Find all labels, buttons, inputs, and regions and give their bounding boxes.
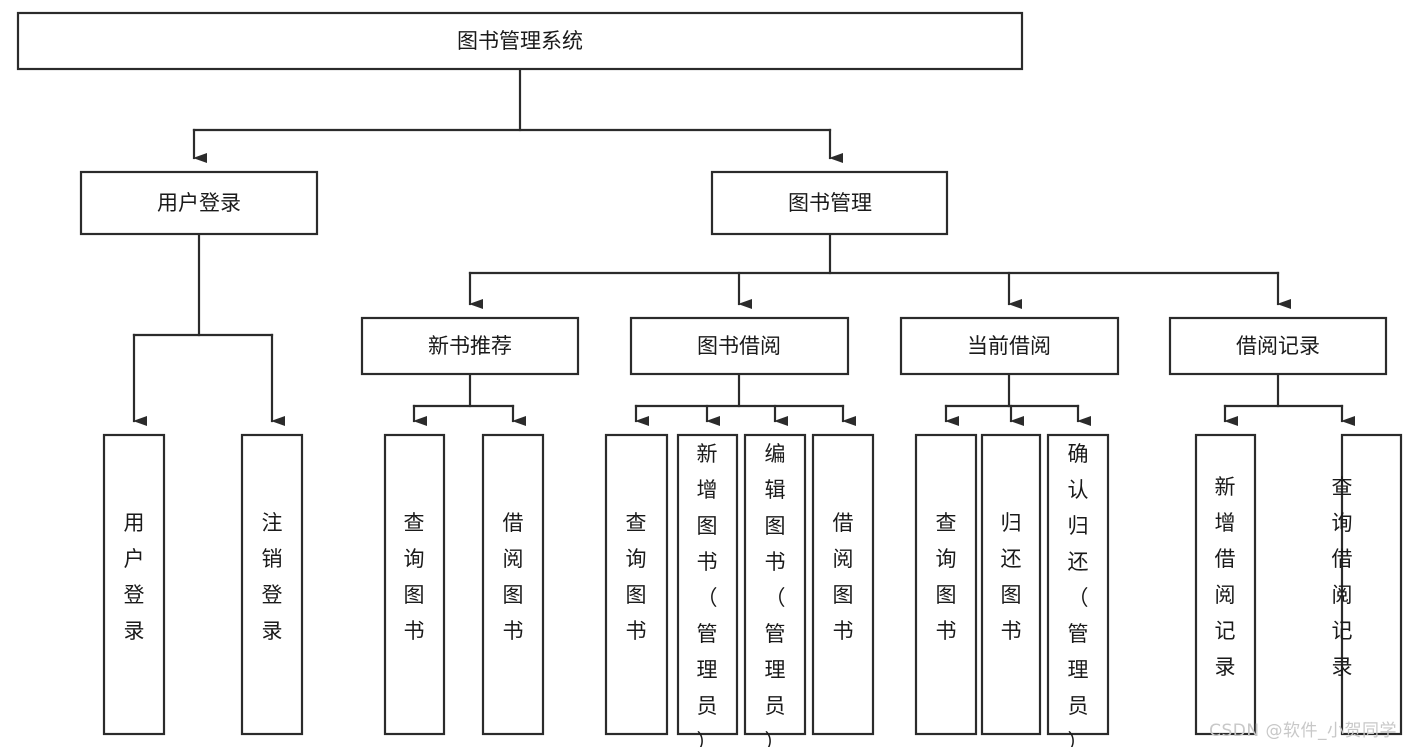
node-borrow-record-rect [1168, 316, 1388, 376]
node-leaf-query-book-borrow-label: 查询图书 [626, 511, 647, 643]
node-leaf-logout-rect [240, 433, 304, 736]
edge-group-book-borrow-to-leaves [634, 372, 856, 426]
node-leaf-borrow-book-recommend-label: 借阅图书 [503, 511, 524, 643]
node-leaf-return-book-rect [980, 433, 1042, 736]
node-current-borrow-rect [899, 316, 1120, 376]
edge-group-root-to-level2 [192, 67, 843, 163]
node-book-borrow[interactable]: 图书借阅 [629, 316, 850, 376]
node-leaf-query-book-recommend[interactable]: 查询图书 [383, 433, 446, 736]
node-leaf-query-book-recommend-rect [383, 433, 446, 736]
node-borrow-record-label: 借阅记录 [1236, 334, 1320, 358]
node-leaf-logout-label: 注销登录 [262, 511, 283, 643]
node-book-manage[interactable]: 图书管理 [710, 170, 949, 236]
node-leaf-edit-book-admin-rect [743, 433, 807, 736]
node-leaf-borrow-book-label: 借阅图书 [833, 511, 854, 643]
node-leaf-confirm-return-admin-label: 确认归还（管理员） [1068, 442, 1089, 747]
node-leaf-edit-book-admin-label: 编辑图书（管理员） [765, 442, 786, 747]
node-new-book-recommend[interactable]: 新书推荐 [360, 316, 580, 376]
edge-group-current-borrow-to-leaves [944, 372, 1091, 426]
node-book-manage-rect [710, 170, 949, 236]
node-leaf-add-book-admin[interactable]: 新增图书（管理员） [676, 433, 739, 747]
node-user-login[interactable]: 用户登录 [79, 170, 319, 236]
node-leaf-borrow-book[interactable]: 借阅图书 [811, 433, 875, 736]
node-current-borrow[interactable]: 当前借阅 [899, 316, 1120, 376]
node-leaf-add-book-admin-label: 新增图书（管理员） [697, 442, 718, 747]
node-root-rect [16, 11, 1024, 71]
node-user-login-label: 用户登录 [157, 191, 241, 215]
node-root[interactable]: 图书管理系统 [16, 11, 1024, 71]
node-leaf-logout[interactable]: 注销登录 [240, 433, 304, 736]
node-leaf-user-login-label: 用户登录 [124, 511, 145, 643]
node-book-manage-label: 图书管理 [788, 191, 872, 215]
node-leaf-query-book-current[interactable]: 查询图书 [914, 433, 978, 736]
watermark-text: CSDN @软件_小贺同学 [1209, 721, 1397, 741]
node-leaf-add-borrow-record[interactable]: 新增借阅记录 [1194, 433, 1257, 736]
edge-group-book-manage-to-level3 [468, 232, 1291, 309]
node-leaf-return-book-label: 归还图书 [1001, 511, 1022, 643]
node-leaf-borrow-book-recommend[interactable]: 借阅图书 [481, 433, 545, 736]
node-root-label: 图书管理系统 [457, 29, 583, 53]
node-leaf-user-login-rect [102, 433, 166, 736]
node-leaf-query-borrow-record-rect [1340, 433, 1403, 736]
node-current-borrow-label: 当前借阅 [967, 334, 1051, 358]
node-borrow-record[interactable]: 借阅记录 [1168, 316, 1388, 376]
node-leaf-add-book-admin-rect [676, 433, 739, 736]
node-leaf-query-book-borrow[interactable]: 查询图书 [604, 433, 669, 736]
node-leaf-confirm-return-admin-rect [1046, 433, 1110, 736]
node-leaf-add-borrow-record-label: 新增借阅记录 [1215, 475, 1236, 679]
node-new-book-recommend-rect [360, 316, 580, 376]
node-book-borrow-label: 图书借阅 [697, 334, 781, 358]
node-leaf-query-book-recommend-label: 查询图书 [404, 511, 425, 643]
edge-group-borrow-record-to-leaves [1223, 372, 1355, 426]
node-leaf-query-book-borrow-rect [604, 433, 669, 736]
node-leaf-confirm-return-admin[interactable]: 确认归还（管理员） [1046, 433, 1110, 747]
node-leaf-query-borrow-record[interactable]: 查询借阅记录 [1332, 433, 1403, 736]
node-leaf-edit-book-admin[interactable]: 编辑图书（管理员） [743, 433, 807, 747]
node-book-borrow-rect [629, 316, 850, 376]
node-leaf-user-login[interactable]: 用户登录 [102, 433, 166, 736]
edge-group-new-book-recommend-to-leaves [412, 372, 526, 426]
edge-group-user-login-to-leaves [132, 232, 285, 426]
node-leaf-borrow-book-recommend-rect [481, 433, 545, 736]
node-leaf-query-book-current-rect [914, 433, 978, 736]
node-leaf-borrow-book-rect [811, 433, 875, 736]
node-leaf-query-borrow-record-label: 查询借阅记录 [1332, 475, 1353, 679]
node-leaf-return-book[interactable]: 归还图书 [980, 433, 1042, 736]
node-leaf-query-book-current-label: 查询图书 [936, 511, 957, 643]
node-user-login-rect [79, 170, 319, 236]
node-new-book-recommend-label: 新书推荐 [428, 334, 512, 358]
node-leaf-add-borrow-record-rect [1194, 433, 1257, 736]
